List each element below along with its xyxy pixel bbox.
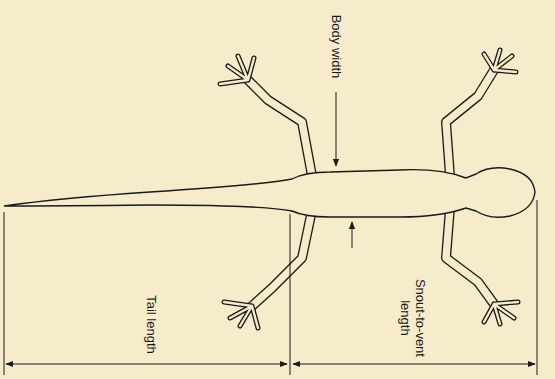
lizard-limb-fill xyxy=(484,302,518,324)
lizard-limb xyxy=(224,302,258,328)
lizard-limb-fill xyxy=(446,70,494,176)
lizard-body xyxy=(4,168,535,217)
lizard-limb-fill xyxy=(248,80,312,176)
lizard-limb xyxy=(252,210,312,306)
lizard-limb-fill xyxy=(446,208,494,304)
dimension-lines xyxy=(4,92,537,375)
dimension-label: Body width xyxy=(329,14,344,78)
lizard-limb xyxy=(248,80,312,176)
lizard-limb xyxy=(446,208,494,304)
lizard-limb xyxy=(484,50,516,72)
lizard-limb-fill xyxy=(252,210,312,306)
lizard-limb-fill xyxy=(224,302,258,328)
dimension-label: Snout-to-vent length xyxy=(397,268,427,368)
dimension-label: Tail length xyxy=(143,295,158,354)
lizard-limb xyxy=(484,302,518,324)
lizard-limb-fill xyxy=(220,56,254,84)
lizard-limb xyxy=(446,70,494,176)
lizard-limb xyxy=(220,56,254,84)
lizard-limb-fill xyxy=(484,50,516,72)
